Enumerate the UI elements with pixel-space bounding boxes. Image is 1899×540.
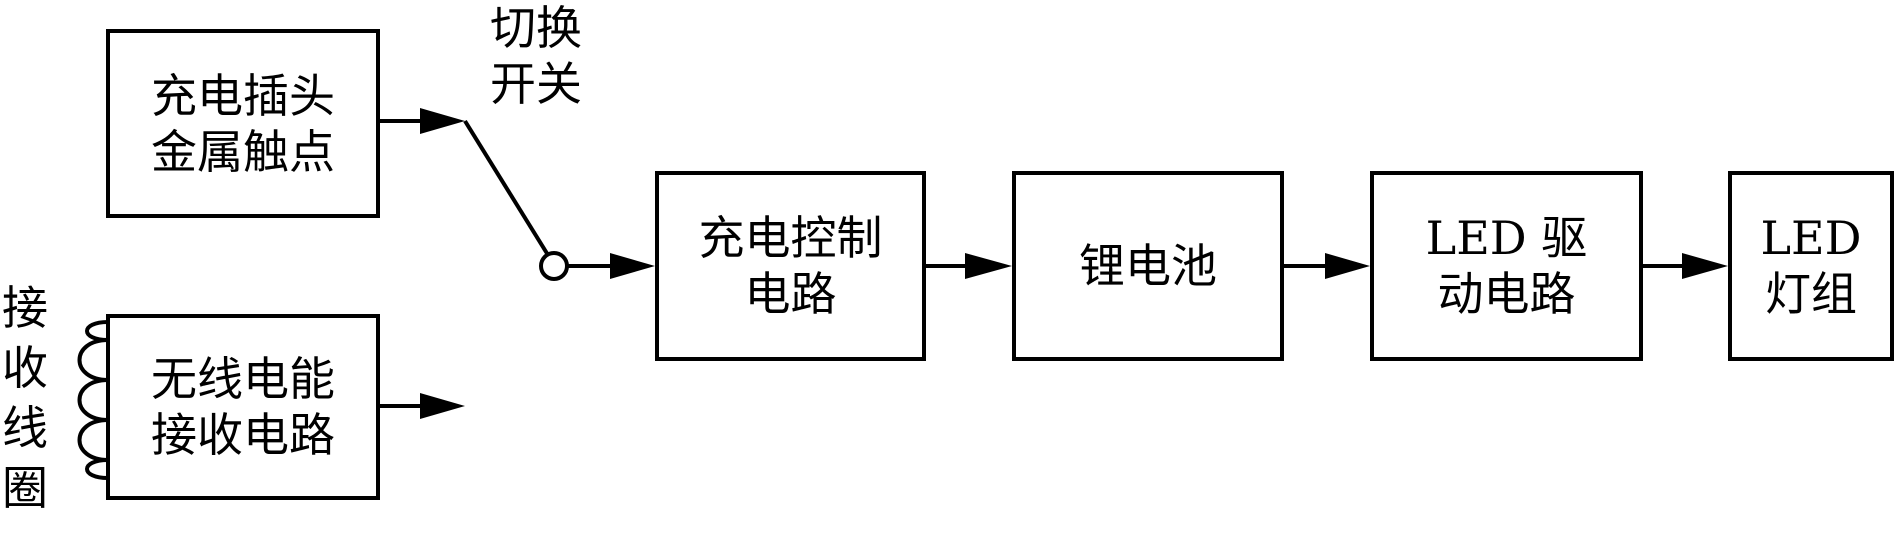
charge-control-block: 充电控制 电路	[655, 171, 926, 361]
coil-label-char-4: 圈	[2, 461, 48, 515]
led-driver-line2: 动电路	[1437, 267, 1576, 321]
control-to-battery-arrowhead	[965, 253, 1012, 279]
led-group-line1: LED	[1760, 211, 1862, 265]
receiving-coil-icon	[77, 320, 109, 480]
charge-control-line1: 充电控制	[698, 211, 883, 265]
switch-label: 切换 开关	[490, 0, 582, 112]
coil-label-char-3: 线	[2, 401, 48, 455]
plug-contact-line2: 金属触点	[151, 124, 335, 179]
battery-label: 锂电池	[1079, 239, 1217, 293]
switch-contact-circle	[539, 251, 569, 281]
switch-lever	[463, 119, 550, 257]
coil-label-char-2: 收	[2, 341, 48, 395]
led-group-line2: 灯组	[1764, 267, 1857, 321]
battery-to-driver-arrowhead	[1325, 253, 1370, 279]
plug-contact-block: 充电插头 金属触点	[106, 29, 380, 218]
charge-control-line2: 电路	[744, 267, 837, 321]
plug-to-switch-arrowhead	[420, 108, 465, 134]
driver-to-led-arrowhead	[1682, 253, 1728, 279]
battery-block: 锂电池	[1012, 171, 1284, 361]
coil-label-char-1: 接	[2, 281, 48, 335]
led-group-block: LED 灯组	[1728, 171, 1894, 361]
wireless-receiver-block: 无线电能 接收电路	[106, 314, 380, 500]
wireless-receiver-line1: 无线电能	[151, 352, 335, 406]
wireless-receiver-line2: 接收电路	[151, 408, 335, 462]
switch-label-line2: 开关	[490, 57, 582, 111]
switch-label-line1: 切换	[490, 1, 582, 55]
coil-label: 接 收 线 圈	[0, 278, 50, 518]
plug-contact-line1: 充电插头	[151, 68, 335, 123]
switch-to-control-arrowhead	[610, 253, 655, 279]
wireless-output-arrowhead	[420, 393, 465, 419]
led-driver-block: LED 驱 动电路	[1370, 171, 1643, 361]
led-driver-line1: LED 驱	[1425, 211, 1588, 265]
